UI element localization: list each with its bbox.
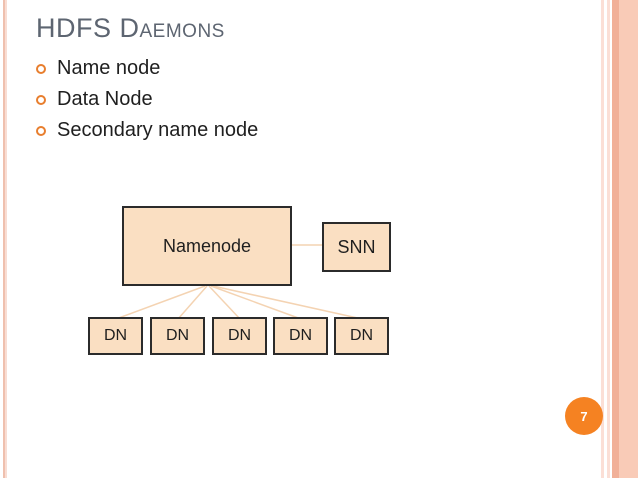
- page-number-badge: 7: [565, 397, 603, 435]
- bullet-label: Name node: [57, 57, 161, 79]
- right-accent-stripe-4: [619, 0, 638, 478]
- page-number: 7: [580, 408, 588, 424]
- datanode-box-4: DN: [273, 317, 328, 355]
- slide-title: HDFS Daemons: [36, 13, 225, 43]
- datanode-box-3: DN: [212, 317, 267, 355]
- right-accent-stripe-2: [607, 0, 610, 478]
- datanode-label: DN: [227, 327, 252, 344]
- bullet-list: Name node Data Node Secondary name node: [36, 57, 258, 150]
- datanode-label: DN: [349, 327, 374, 344]
- datanode-label: DN: [165, 327, 190, 344]
- datanode-box-5: DN: [334, 317, 389, 355]
- right-accent-stripe-1: [601, 0, 604, 478]
- datanode-box-1: DN: [88, 317, 143, 355]
- list-item: Name node: [36, 57, 258, 88]
- bullet-icon: [36, 64, 46, 74]
- datanode-label: DN: [103, 327, 128, 344]
- left-accent-stripe: [3, 0, 7, 478]
- bullet-icon: [36, 95, 46, 105]
- bullet-label: Secondary name node: [57, 119, 259, 141]
- snn-box: SNN: [322, 222, 391, 272]
- datanode-box-2: DN: [150, 317, 205, 355]
- bullet-label: Data Node: [57, 88, 153, 110]
- snn-label: SNN: [337, 236, 376, 257]
- bullet-icon: [36, 126, 46, 136]
- namenode-label: Namenode: [162, 235, 252, 256]
- list-item: Data Node: [36, 88, 258, 119]
- right-accent-stripe-3: [612, 0, 619, 478]
- list-item: Secondary name node: [36, 119, 258, 150]
- datanode-label: DN: [288, 327, 313, 344]
- namenode-box: Namenode: [122, 206, 292, 286]
